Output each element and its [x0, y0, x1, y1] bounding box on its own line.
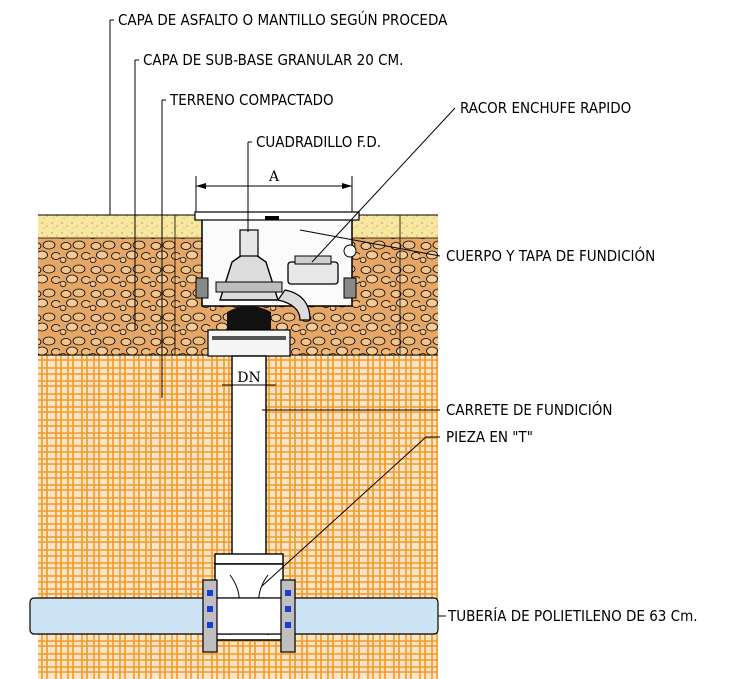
dim-a-label: A	[268, 169, 280, 185]
lower-valve-housing	[207, 329, 291, 357]
label-asphalt-layer: CAPA DE ASFALTO O MANTILLO SEGÚN PROCEDA	[118, 10, 448, 29]
dim-dn-label: DN	[237, 370, 260, 386]
spool-bottom-flange	[214, 553, 284, 565]
bolt-right-3	[285, 622, 291, 628]
bolt-row	[212, 336, 286, 340]
label-compacted-soil: TERRENO COMPACTADO	[169, 91, 334, 109]
label-subbase-layer: CAPA DE SUB-BASE GRANULAR 20 CM.	[143, 51, 403, 69]
bolt-left-2	[207, 606, 213, 612]
tee-run-body	[214, 597, 284, 635]
box-flange-left	[195, 277, 209, 299]
quick-coupling-cap	[294, 255, 332, 265]
lid-notch	[265, 216, 279, 220]
bolt-left-1	[207, 590, 213, 596]
label-tee: PIEZA EN "T"	[446, 428, 533, 446]
box-flange-right	[343, 277, 357, 299]
bolt-right-1	[285, 590, 291, 596]
square-operating-nut	[239, 229, 259, 257]
cast-iron-spool	[231, 355, 267, 557]
bolt-left-3	[207, 622, 213, 628]
valve-seat	[227, 306, 271, 330]
label-spool: CARRETE DE FUNDICIÓN	[446, 400, 612, 419]
lid-hinge	[343, 244, 357, 258]
label-quick-coupling: RACOR ENCHUFE RAPIDO	[460, 99, 631, 117]
leader-tee	[261, 436, 440, 587]
quick-coupling	[287, 261, 339, 285]
label-body-lid: CUERPO Y TAPA DE FUNDICIÓN	[446, 246, 655, 265]
leader-body-lid	[299, 229, 441, 257]
label-pipe: TUBERÍA DE POLIETILENO DE 63 Cm.	[447, 606, 698, 625]
tee-flange-right	[280, 579, 296, 653]
tee-flange-left	[202, 579, 218, 653]
label-square-nut: CUADRADILLO F.D.	[256, 133, 381, 151]
dim-a-arrow-right	[342, 183, 352, 189]
outlet-elbow	[276, 289, 311, 321]
dim-a-arrow-left	[196, 183, 206, 189]
bolt-right-2	[285, 606, 291, 612]
valve-flange	[215, 281, 283, 293]
